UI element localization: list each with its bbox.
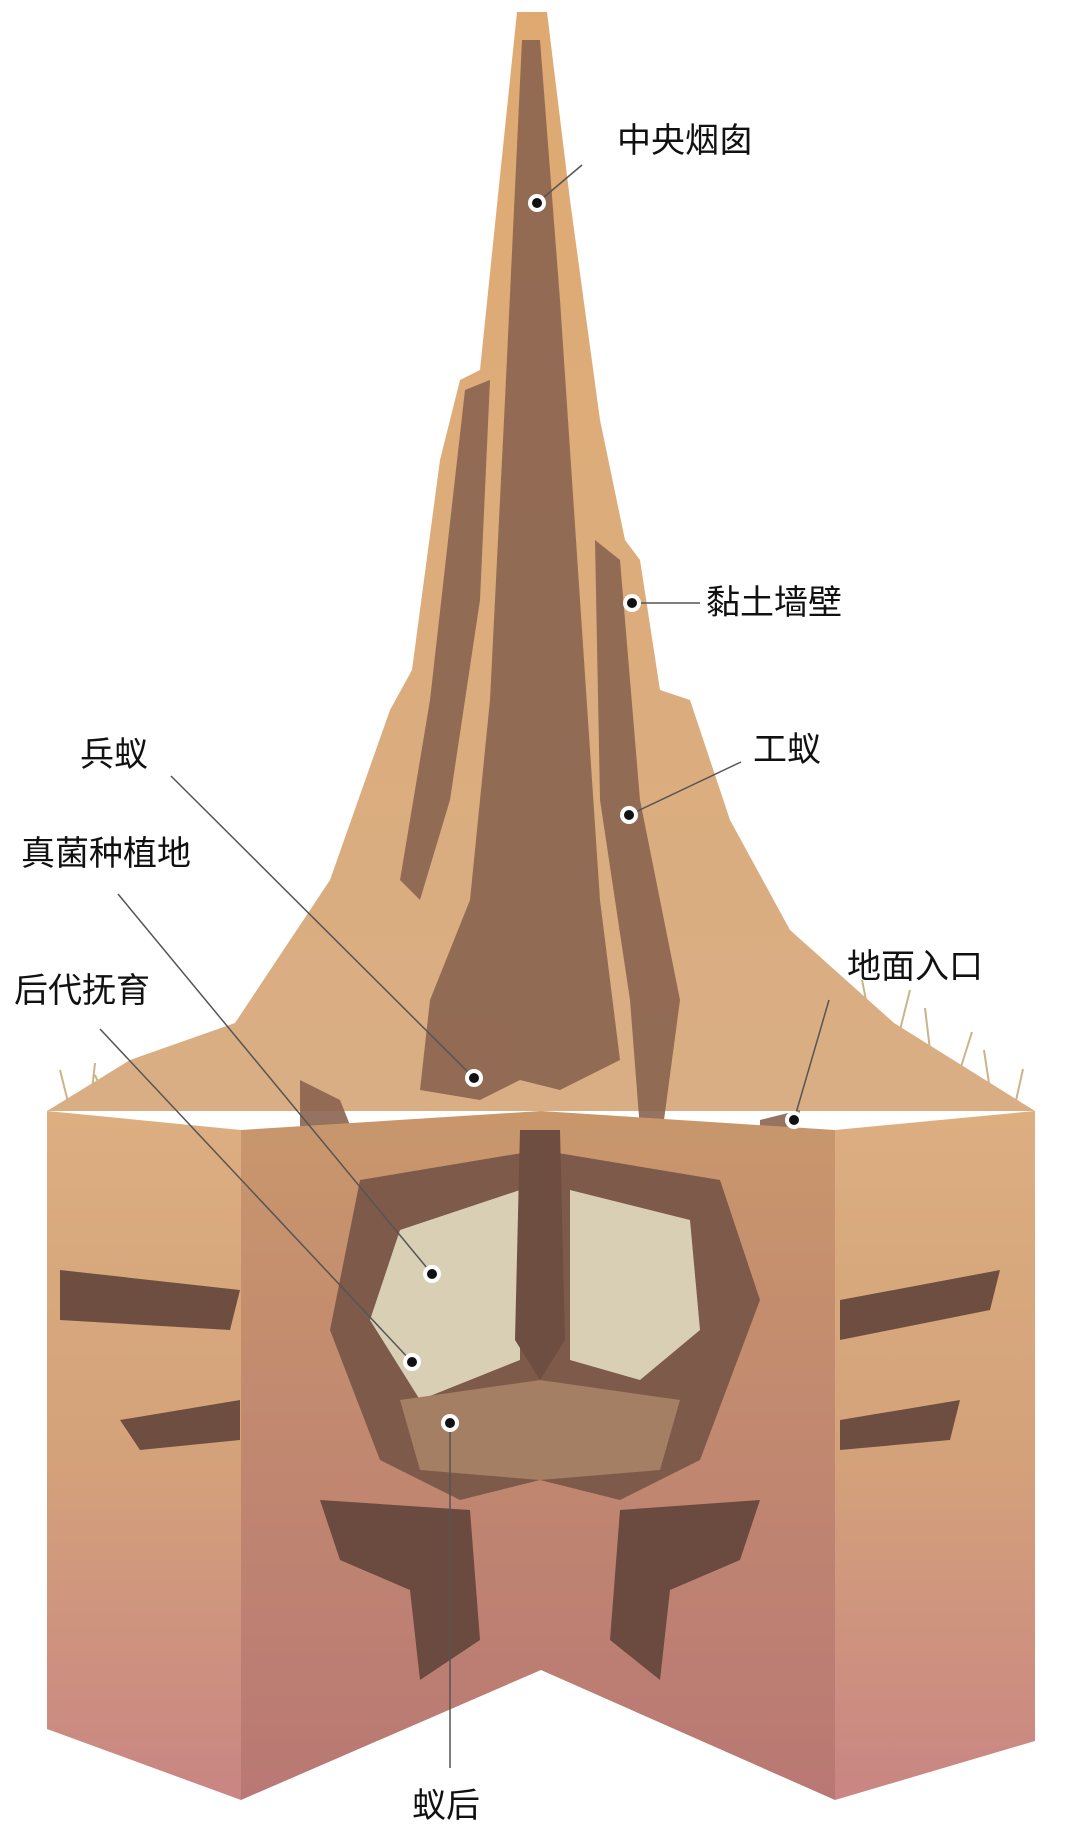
pin-soldier [465,1069,483,1087]
label-queen: 蚁后 [412,1786,480,1826]
pin-worker [620,806,638,824]
label-fungus: 真菌种植地 [21,834,191,874]
label-clay-wall: 黏土墙壁 [706,583,842,623]
pin-queen [441,1414,459,1432]
leader-lines [99,164,830,1768]
label-chimney: 中央烟囱 [617,121,753,161]
label-entrance: 地面入口 [847,947,983,987]
label-worker: 工蚁 [753,730,821,770]
block-right-face [835,1111,1035,1800]
label-soldier: 兵蚁 [80,735,148,775]
label-nursery: 后代抚育 [14,971,150,1011]
chambers [60,1130,1000,1680]
pin-chimney [528,194,546,212]
pin-fungus [423,1265,441,1283]
pin-nursery [403,1353,421,1371]
block-left-face [47,1111,241,1800]
pin-clay-wall [623,594,641,612]
pin-entrance [785,1111,803,1129]
pins [403,194,803,1432]
